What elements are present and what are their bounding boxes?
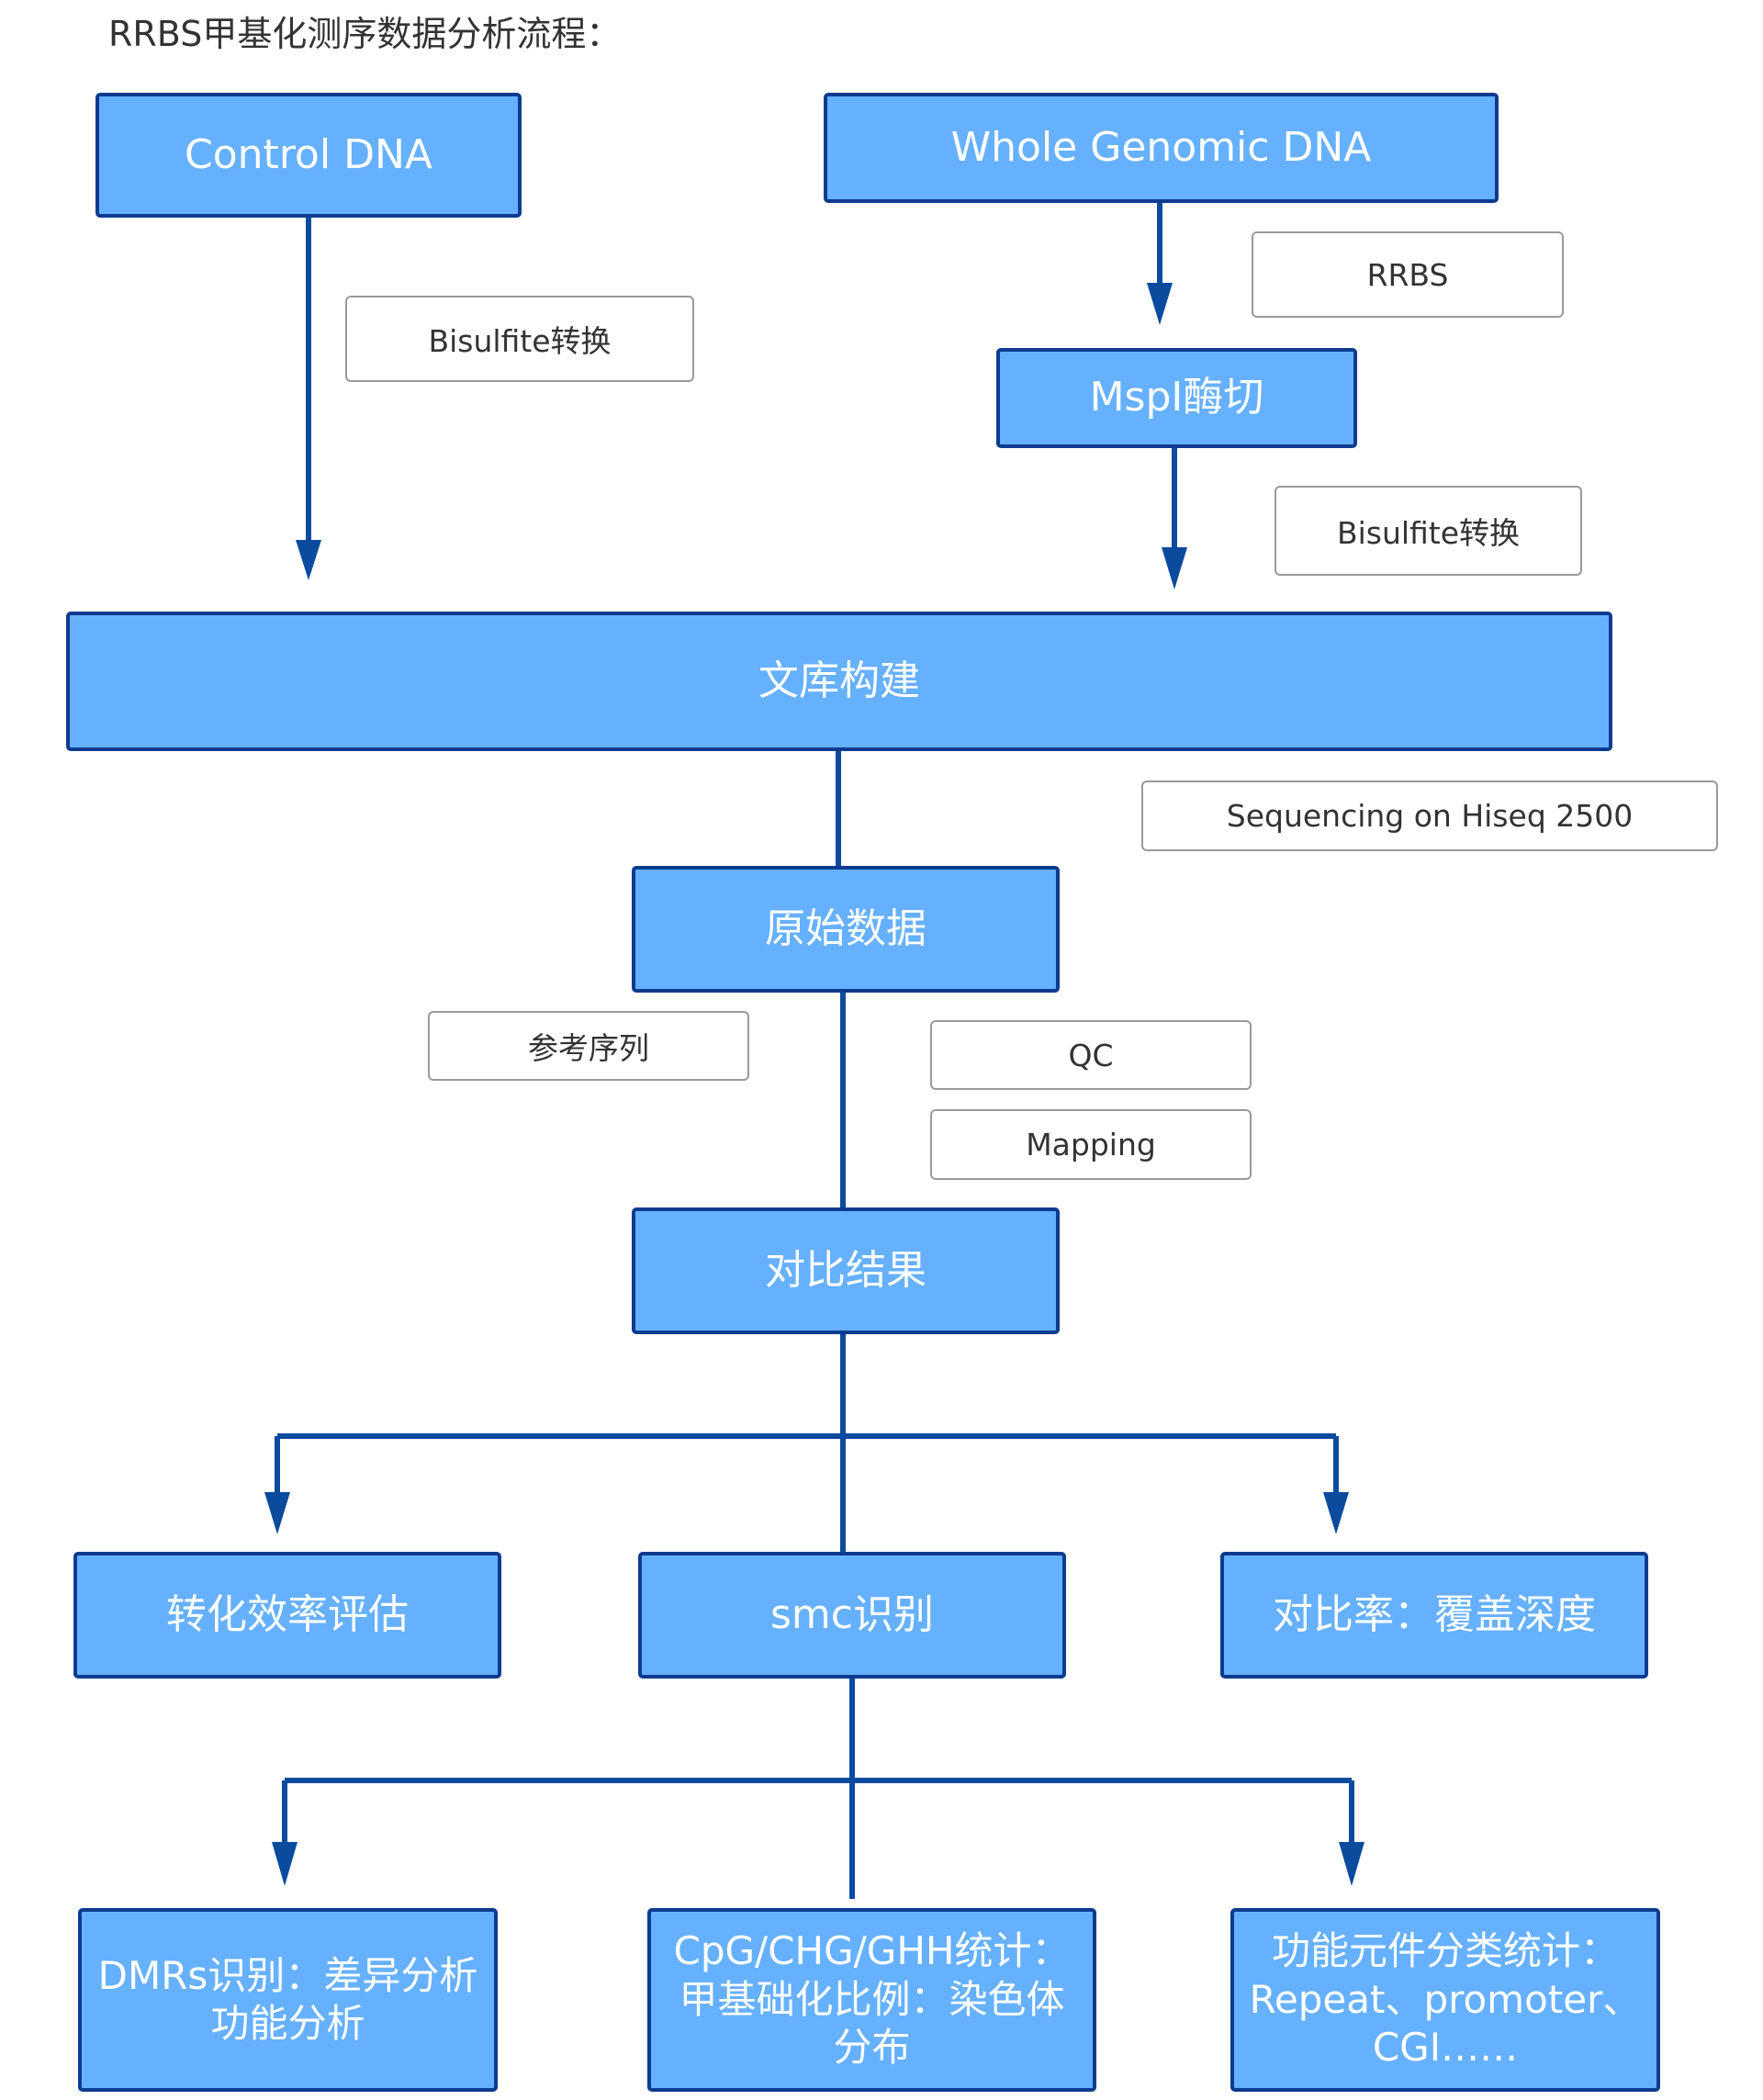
arrowhead-mspi	[1147, 283, 1173, 325]
node-whole-genomic-dna-label: Whole Genomic DNA	[950, 123, 1372, 171]
node-func-line1: 功能元件分类统计：	[1271, 1928, 1619, 1974]
node-func-line3: CGI……	[1372, 2025, 1519, 2071]
arrowhead-dmr	[272, 1842, 298, 1886]
arrowhead-control	[296, 540, 321, 580]
node-conversion-efficiency-label: 转化效率评估	[166, 1590, 409, 1638]
arrowhead-coverage	[1323, 1492, 1349, 1534]
node-dmr-line2: 功能分析	[210, 2001, 365, 2046]
node-raw-data-label: 原始数据	[765, 904, 926, 952]
label-sequencing-text: Sequencing on Hiseq 2500	[1226, 798, 1634, 834]
node-cpg-line2: 甲基础化比例：染色体	[679, 1976, 1065, 2022]
label-qc-text: QC	[1068, 1037, 1114, 1073]
node-dmr-analysis: DMRs识别：差异分析 功能分析	[78, 1908, 498, 2092]
label-reference-sequence-text: 参考序列	[528, 1030, 649, 1066]
label-rrbs: RRBS	[1252, 231, 1564, 318]
label-sequencing: Sequencing on Hiseq 2500	[1141, 780, 1718, 851]
node-smc-identification: smc识别	[638, 1552, 1066, 1679]
label-rrbs-text: RRBS	[1366, 256, 1449, 293]
node-mspi: MspI酶切	[996, 348, 1357, 448]
node-functional-elements: 功能元件分类统计： Repeat、promoter、 CGI……	[1230, 1908, 1660, 2092]
node-alignment-result: 对比结果	[632, 1207, 1060, 1334]
node-library: 文库构建	[66, 612, 1612, 751]
label-mapping-text: Mapping	[1026, 1127, 1156, 1162]
node-coverage-depth: 对比率：覆盖深度	[1220, 1552, 1648, 1679]
node-dmr-line1: DMRs识别：差异分析	[97, 1952, 478, 1998]
node-cpg-line3: 分布	[833, 2025, 911, 2071]
label-qc: QC	[930, 1020, 1252, 1090]
label-bisulfite-left: Bisulfite转换	[345, 296, 694, 382]
node-whole-genomic-dna: Whole Genomic DNA	[824, 93, 1499, 203]
diagram-title: RRBS甲基化测序数据分析流程：	[108, 14, 622, 54]
node-cpg-statistics: CpG/CHG/GHH统计： 甲基础化比例：染色体 分布	[647, 1908, 1096, 2092]
node-coverage-depth-label: 对比率：覆盖深度	[1273, 1590, 1596, 1638]
arrowhead-conversion	[264, 1492, 290, 1534]
node-control-dna-label: Control DNA	[185, 130, 432, 178]
label-bisulfite-right-text: Bisulfite转换	[1336, 515, 1521, 551]
label-reference-sequence: 参考序列	[428, 1011, 749, 1081]
node-conversion-efficiency: 转化效率评估	[73, 1552, 501, 1679]
node-library-label: 文库构建	[758, 657, 920, 704]
label-bisulfite-right: Bisulfite转换	[1275, 486, 1582, 576]
node-func-line2: Repeat、promoter、	[1249, 1976, 1642, 2022]
node-raw-data: 原始数据	[632, 866, 1060, 993]
node-smc-identification-label: smc识别	[770, 1590, 934, 1638]
node-control-dna: Control DNA	[95, 93, 522, 218]
node-mspi-label: MspI酶切	[1089, 374, 1264, 421]
node-alignment-result-label: 对比结果	[765, 1246, 926, 1294]
label-mapping: Mapping	[930, 1109, 1252, 1180]
node-cpg-line1: CpG/CHG/GHH统计：	[673, 1928, 1071, 1974]
label-bisulfite-left-text: Bisulfite转换	[428, 323, 612, 359]
arrowhead-func	[1339, 1842, 1364, 1886]
arrowhead-library	[1162, 547, 1187, 590]
